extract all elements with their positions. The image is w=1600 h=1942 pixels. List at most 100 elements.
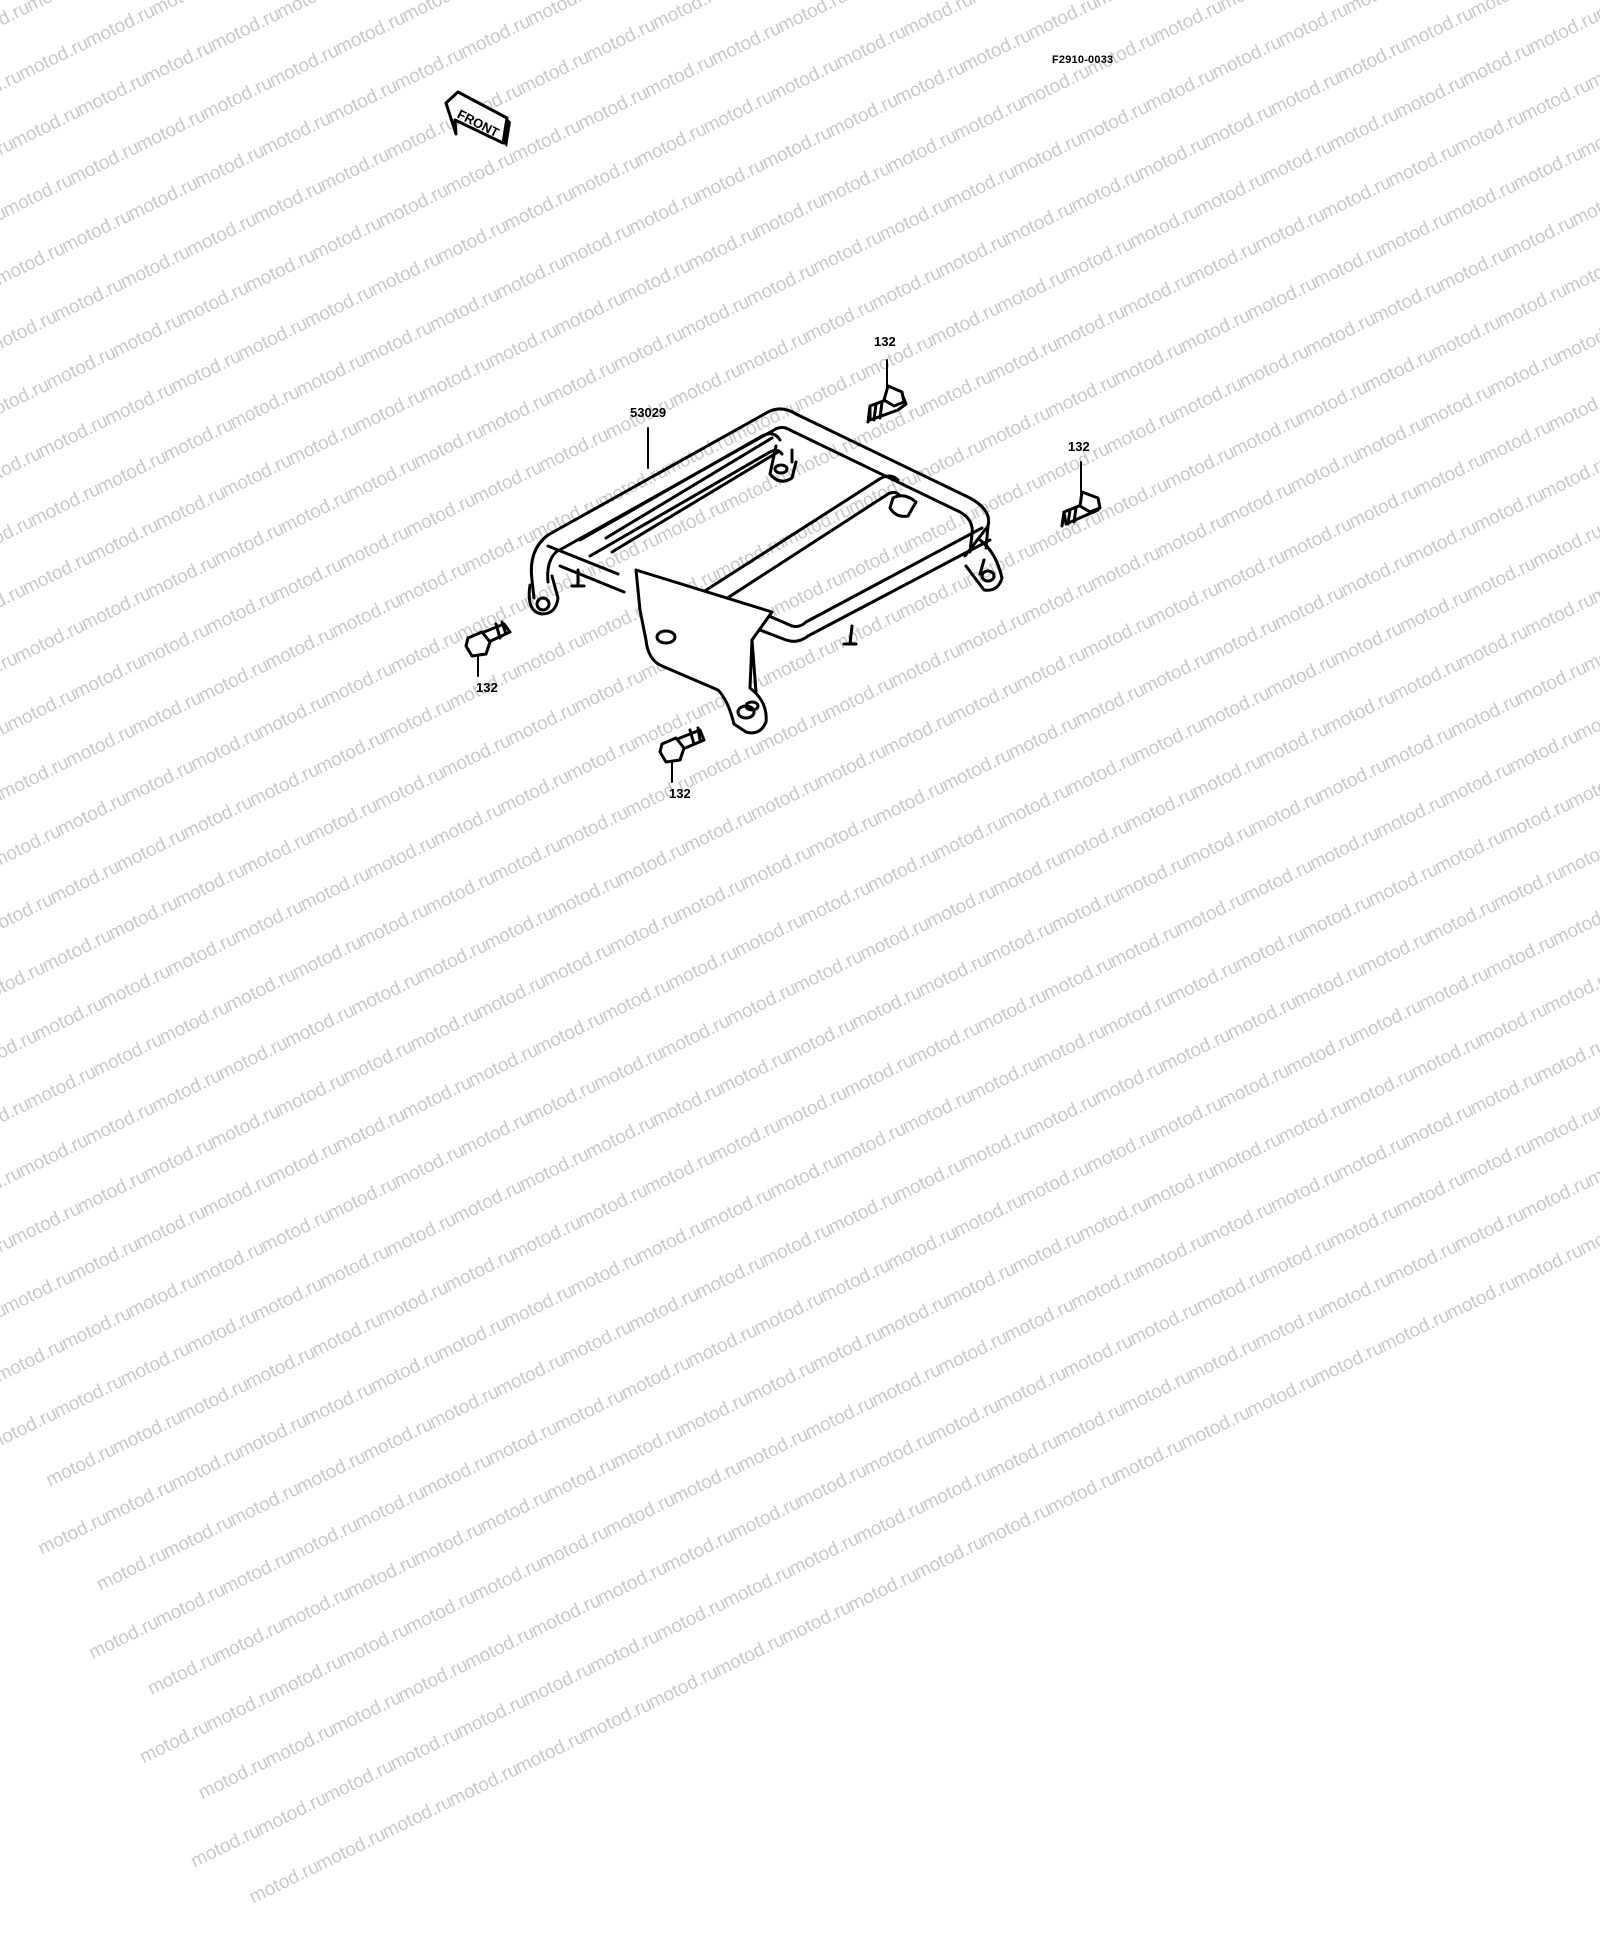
watermark-text: motod.ru: [669, 1373, 761, 1458]
watermark-text: motod.ru: [970, 1484, 1062, 1569]
watermark-text: motod.ru: [453, 1607, 545, 1692]
watermark-text: motod.ru: [379, 1707, 471, 1792]
watermark-text: motod.ru: [195, 1668, 287, 1753]
watermark-text: motod.ru: [78, 1596, 170, 1681]
watermark-text: motod.ru: [1001, 1210, 1093, 1295]
watermark-text: motod.ru: [270, 1567, 362, 1652]
watermark-text: motod.ru: [86, 1528, 178, 1613]
watermark-text: motod.ru: [94, 1460, 186, 1545]
watermark-text: motod.ru: [184, 1222, 276, 1307]
watermark-text: motod.ru: [1252, 1217, 1344, 1302]
watermark-text: motod.ru: [543, 1369, 635, 1454]
watermark-text: motod.ru: [919, 1380, 1011, 1465]
watermark-text: motod.ru: [1369, 1289, 1461, 1374]
watermark-text: motod.ru: [1502, 1224, 1594, 1309]
watermark-text: motod.ru: [418, 1366, 510, 1451]
watermark-text: motod.ru: [352, 1398, 444, 1483]
front-arrow-icon: FRONT: [446, 92, 511, 147]
watermark-text: motod.ru: [387, 1639, 479, 1724]
watermark-text: motod.ru: [586, 1542, 678, 1627]
watermark-text: motod.ru: [160, 1427, 252, 1512]
watermark-text: motod.ru: [360, 1330, 452, 1415]
watermark-text: motod.ru: [117, 1254, 209, 1339]
watermark-text: motod.ru: [367, 1261, 459, 1346]
watermark-text: motod.ru: [313, 1740, 405, 1825]
watermark-text: motod.ru: [676, 1304, 768, 1389]
watermark-text: motod.ru: [927, 1311, 1019, 1396]
watermark-text: motod.ru: [751, 1203, 843, 1288]
watermark-text: motod.ru: [109, 1323, 201, 1408]
part-ref-bolt: 132: [874, 334, 896, 349]
watermark-text: motod.ru: [1044, 1383, 1136, 1468]
watermark-text: motod.ru: [868, 1275, 960, 1360]
watermark-text: motod.ru: [860, 1344, 952, 1429]
watermark-text: motod.ru: [250, 1190, 342, 1275]
watermark-text: motod.ru: [735, 1340, 827, 1425]
watermark-text: motod.ru: [1377, 1221, 1469, 1306]
watermark-text: motod.ru: [551, 1301, 643, 1386]
watermark-text: motod.ru: [520, 1574, 612, 1659]
watermark-text: motod.ru: [571, 1678, 663, 1763]
watermark-text: motod.ru: [1126, 1214, 1218, 1299]
bolt-icon: [868, 360, 906, 422]
watermark-text: motod.ru: [426, 1297, 518, 1382]
watermark-text: motod.ru: [43, 1355, 135, 1440]
watermark-text: motod.ru: [602, 1405, 694, 1490]
watermark-text: motod.ru: [778, 1513, 870, 1598]
watermark-text: motod.ru: [610, 1337, 702, 1422]
watermark-text: motod.ru: [219, 1463, 311, 1548]
watermark-text: motod.ru: [770, 1581, 862, 1666]
watermark-text: motod.ru: [410, 1434, 502, 1519]
watermark-text: motod.ru: [1244, 1286, 1336, 1371]
watermark-text: motod.ru: [0, 1388, 68, 1473]
watermark-text: motod.ru: [371, 1776, 463, 1861]
watermark-text: motod.ru: [168, 1359, 260, 1444]
watermark-text: motod.ru: [262, 1636, 354, 1721]
part-ref-frame: 53029: [630, 405, 666, 420]
watermark-text: motod.ru: [309, 1226, 401, 1311]
watermark-text: motod.ru: [504, 1711, 596, 1796]
watermark-text: motod.ru: [1177, 1318, 1269, 1403]
watermark-text: motod.ru: [802, 1308, 894, 1393]
watermark-text: motod.ru: [137, 1632, 229, 1717]
watermark-text: motod.ru: [375, 1193, 467, 1278]
watermark-text: motod.ru: [986, 1347, 1078, 1432]
watermark-text: motod.ru: [0, 1215, 25, 1300]
watermark-text: motod.ru: [234, 1326, 326, 1411]
watermark-text: motod.ru: [1111, 1351, 1203, 1436]
watermark-text: motod.ru: [485, 1333, 577, 1418]
watermark-text: motod.ru: [1568, 1192, 1600, 1277]
watermark-text: motod.ru: [50, 1287, 142, 1372]
watermark-text: motod.ru: [719, 1477, 811, 1562]
part-ref-bolt: 132: [669, 786, 691, 801]
watermark-text: motod.ru: [58, 1219, 150, 1304]
watermark-text: motod.ru: [637, 1646, 729, 1731]
watermark-text: motod.ru: [978, 1415, 1070, 1500]
watermark-text: motod.ru: [993, 1279, 1085, 1364]
watermark-text: motod.ru: [336, 1535, 428, 1620]
watermark-text: motod.ru: [1060, 1246, 1152, 1331]
watermark-text: motod.ru: [837, 1549, 929, 1634]
watermark-text: motod.ru: [528, 1506, 620, 1591]
watermark-text: motod.ru: [512, 1643, 604, 1728]
watermark-text: motod.ru: [438, 1743, 530, 1828]
watermark-text: motod.ru: [1443, 1188, 1535, 1273]
watermark-text: motod.ru: [1169, 1387, 1261, 1472]
part-ref-bolt: 132: [1068, 439, 1090, 454]
watermark-text: motod.ru: [293, 1362, 385, 1447]
watermark-text: motod.ru: [344, 1466, 436, 1551]
watermark-text: motod.ru: [876, 1207, 968, 1292]
watermark-text: motod.ru: [911, 1448, 1003, 1533]
parts-diagram: FRONT: [0, 0, 1600, 1200]
watermark-text: motod.ru: [176, 1290, 268, 1375]
watermark-text: motod.ru: [101, 1391, 193, 1476]
bolt-icon: [660, 728, 704, 782]
watermark-text: motod.ru: [469, 1470, 561, 1555]
watermark-text: motod.ru: [903, 1516, 995, 1601]
watermark-text: motod.ru: [536, 1438, 628, 1523]
watermark-text: motod.ru: [35, 1424, 127, 1509]
watermark-text: motod.ru: [152, 1495, 244, 1580]
watermark-text: motod.ru: [0, 1251, 84, 1336]
watermark-text: motod.ru: [684, 1236, 776, 1321]
watermark-text: motod.ru: [285, 1431, 377, 1516]
